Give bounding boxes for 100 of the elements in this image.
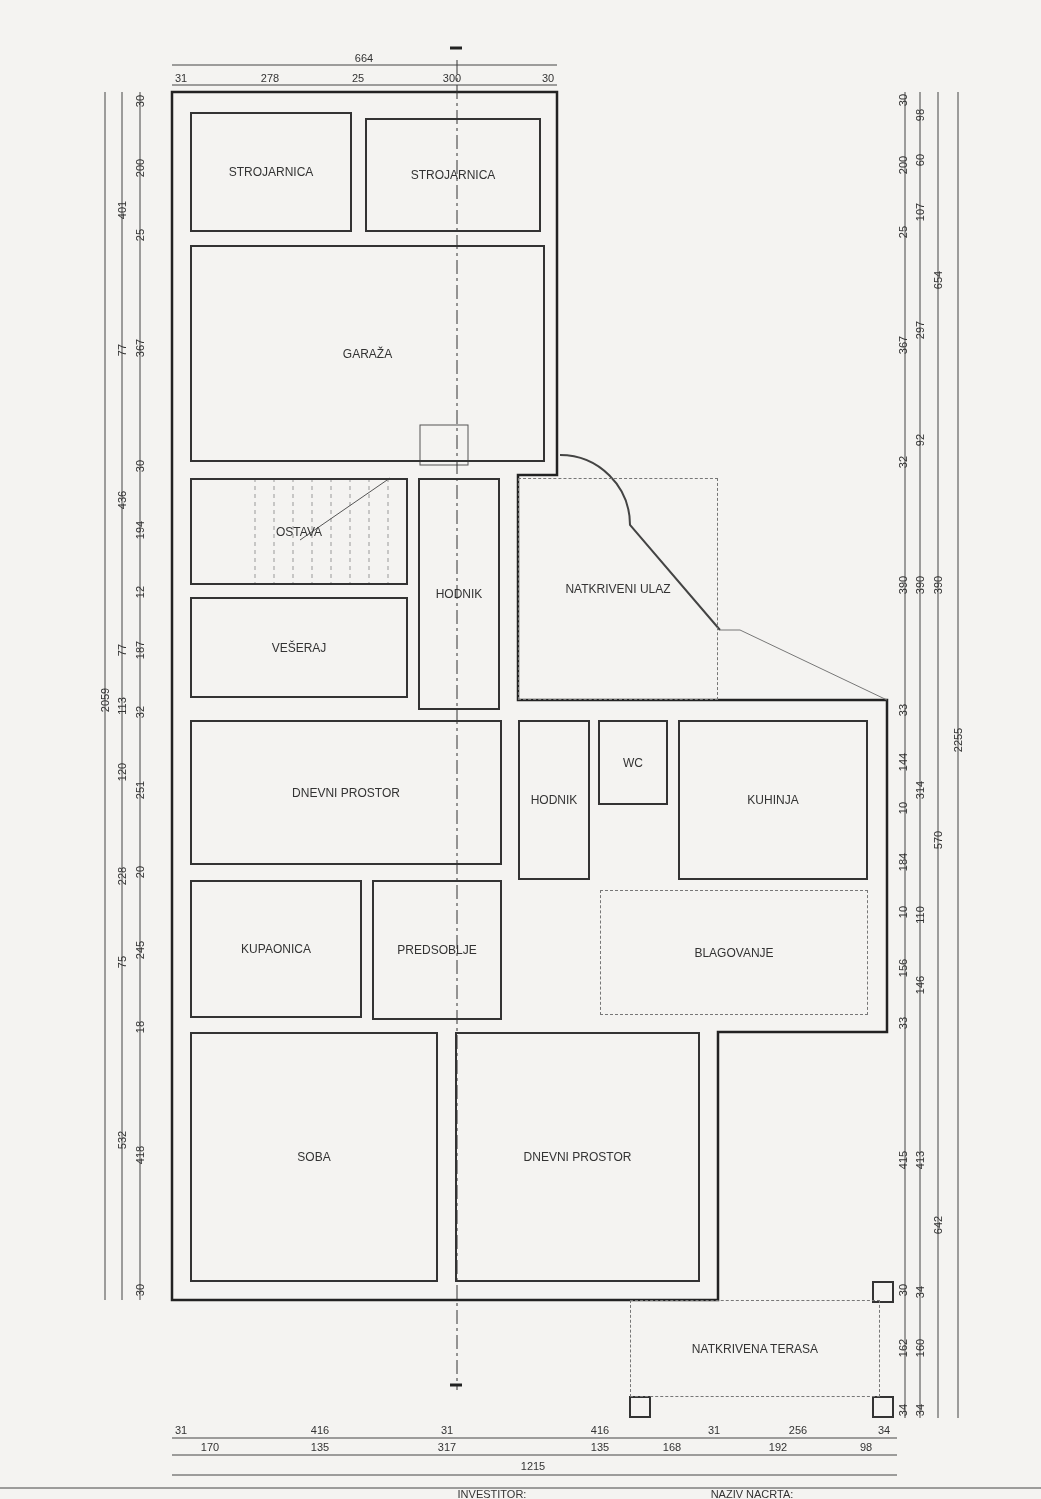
room-outline: [372, 880, 502, 1020]
dimension-value: 390: [897, 575, 909, 595]
room-label: NATKRIVENI ULAZ: [565, 582, 671, 596]
dimension-value: 110: [914, 906, 926, 924]
dimension-value: 31: [174, 1424, 188, 1436]
title-block-label: NAZIV NACRTA:: [710, 1488, 794, 1499]
dimension-value: 415: [897, 1150, 909, 1170]
dimension-value: 251: [134, 780, 146, 800]
dimension-value: 92: [914, 433, 926, 447]
dimension-value: 25: [134, 228, 146, 242]
dimension-value: 642: [932, 1215, 944, 1235]
dimension-value: 18: [134, 1020, 146, 1034]
dimension-value: 30: [541, 72, 555, 84]
dimension-value: 120: [116, 762, 128, 782]
dimension-value: 30: [134, 1283, 146, 1297]
dimension-value: 162: [897, 1338, 909, 1358]
dimension-value: 10: [897, 905, 909, 919]
dimension-value: 144: [897, 752, 909, 772]
room-label: PREDSOBLJE: [397, 943, 477, 957]
dimension-value: 32: [897, 455, 909, 469]
room-outline: [365, 118, 541, 232]
dimension-value: 256: [788, 1424, 808, 1436]
dimension-value: 113: [116, 697, 128, 715]
title-block-label: INVESTITOR:: [457, 1488, 527, 1499]
dimension-value: 31: [440, 1424, 454, 1436]
open-area-outline: [600, 890, 868, 1015]
room-outline: [418, 478, 500, 710]
dimension-value: 278: [260, 72, 280, 84]
room-label: DNEVNI PROSTOR: [292, 785, 400, 800]
dimension-value: 30: [897, 93, 909, 107]
room-outline: [190, 478, 408, 585]
room-label: STROJARNICA: [228, 165, 314, 179]
room-outline: [190, 245, 545, 462]
room-outline: [678, 720, 868, 880]
dimension-value: 245: [134, 940, 146, 960]
dimension-value: 30: [134, 459, 146, 473]
dimension-value: 156: [897, 958, 909, 978]
dimension-value: 228: [116, 866, 128, 886]
dimension-value: 416: [590, 1424, 610, 1436]
dimension-value: 654: [932, 270, 944, 290]
dimension-value: 77: [116, 343, 128, 357]
open-area-outline: [630, 1300, 880, 1397]
room-label: HODNIK: [530, 793, 578, 807]
dimension-value: 664: [354, 52, 374, 64]
dimension-value: 401: [116, 200, 128, 220]
room-outline: [190, 597, 408, 698]
dimension-value: 200: [134, 158, 146, 178]
dimension-value: 416: [310, 1424, 330, 1436]
open-area-outline: [518, 478, 718, 700]
dimension-value: 300: [442, 72, 462, 84]
room-label: KUHINJA: [747, 793, 799, 807]
dimension-value: 31: [174, 72, 188, 84]
dimension-value: 25: [897, 225, 909, 239]
room-label: SOBA: [297, 1150, 331, 1164]
dimension-value: 30: [134, 94, 146, 108]
room-label: HODNIK: [435, 587, 483, 601]
dimension-value: 367: [134, 338, 146, 358]
room-label: STROJARNICA: [410, 168, 496, 182]
dimension-value: 390: [932, 575, 944, 595]
room-label: BLAGOVANJE: [694, 945, 774, 960]
dimension-value: 160: [914, 1338, 926, 1358]
dimension-value: 184: [897, 852, 909, 872]
dimension-value: 187: [134, 640, 146, 660]
dimension-value: 25: [351, 72, 365, 84]
room-outline: [598, 720, 668, 805]
room-label: NATKRIVENA TERASA: [691, 1341, 819, 1356]
dimension-value: 34: [877, 1424, 891, 1436]
dimension-value: 31: [707, 1424, 721, 1436]
dimension-value: 98: [859, 1441, 873, 1453]
dimension-value: 1215: [520, 1460, 546, 1472]
dimension-value: 146: [914, 975, 926, 995]
dimension-value: 60: [914, 153, 926, 167]
dimension-value: 34: [914, 1285, 926, 1299]
dimension-value: 570: [932, 830, 944, 850]
dimension-value: 10: [897, 801, 909, 815]
room-label: OSTAVA: [276, 524, 322, 539]
dimension-value: 77: [116, 643, 128, 657]
dimension-value: 367: [897, 335, 909, 355]
dimension-value: 107: [914, 202, 926, 222]
room-label: DNEVNI PROSTOR: [523, 1150, 632, 1164]
room-outline: [190, 720, 502, 865]
dimension-value: 168: [662, 1441, 682, 1453]
dimension-value: 135: [590, 1441, 610, 1453]
dimension-value: 135: [310, 1441, 330, 1453]
dimension-value: 413: [914, 1150, 926, 1170]
room-outline: [190, 880, 362, 1018]
dimension-value: 194: [134, 520, 146, 540]
room-label: KUPAONICA: [241, 942, 311, 956]
dimension-value: 30: [897, 1283, 909, 1297]
dimension-value: 314: [914, 780, 926, 800]
dimension-value: 390: [914, 575, 926, 595]
dimension-value: 34: [897, 1403, 909, 1417]
dimension-value: 297: [914, 320, 926, 340]
dimension-value: 33: [897, 703, 909, 717]
room-outline: [518, 720, 590, 880]
dimension-value: 34: [914, 1403, 926, 1417]
room-outline: [455, 1032, 700, 1282]
room-label: GARAŽA: [342, 346, 393, 361]
room-outline: [190, 1032, 438, 1282]
dimension-value: 436: [116, 490, 128, 510]
